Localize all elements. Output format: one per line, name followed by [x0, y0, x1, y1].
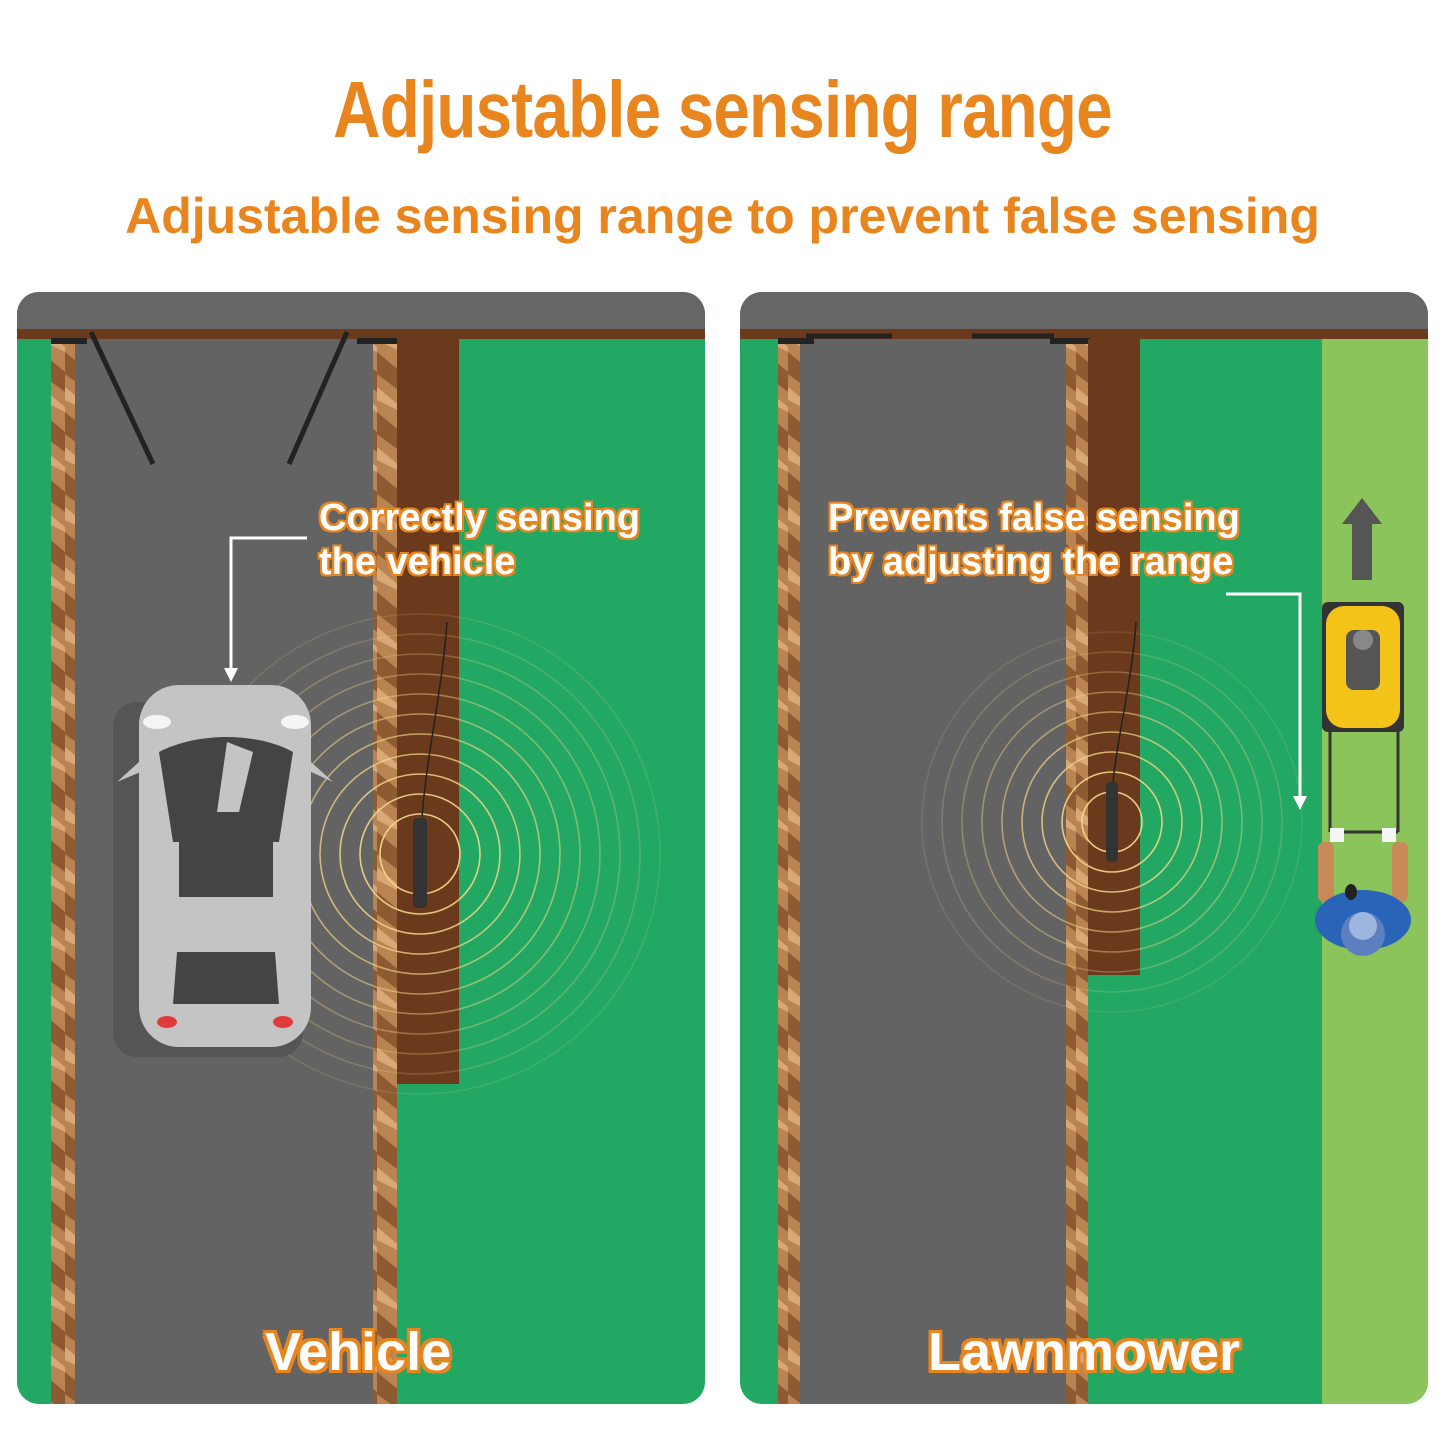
post-strip	[397, 339, 459, 1084]
panel-label: Vehicle	[265, 1322, 452, 1382]
vehicle-panel: Correctly sensing the vehicle Vehicle	[17, 292, 705, 1404]
page-subtitle: Adjustable sensing range to prevent fals…	[125, 188, 1320, 244]
callout-text: Correctly sensing the vehicle	[319, 496, 640, 584]
page-title: Adjustable sensing range	[333, 65, 1112, 154]
vehicle-scene	[17, 292, 705, 1404]
lawnmower-panel: Prevents false sensing by adjusting the …	[740, 292, 1428, 1404]
sensing-waves	[921, 631, 1303, 1013]
up-arrow-icon	[1342, 498, 1382, 580]
person-icon	[1315, 828, 1411, 956]
sensor-probe	[1106, 782, 1118, 862]
callout-line-2: by adjusting the range	[828, 541, 1234, 583]
callout-line-2: the vehicle	[319, 541, 516, 583]
gate-right	[286, 330, 350, 466]
callout-line-1: Prevents false sensing	[828, 497, 1240, 539]
callout-text: Prevents false sensing by adjusting the …	[828, 496, 1240, 584]
callout-line-1: Correctly sensing	[319, 497, 640, 539]
car-icon	[113, 685, 333, 1057]
lawnmower-scene	[740, 292, 1428, 1404]
lawnmower-icon	[1322, 602, 1404, 834]
panel-label: Lawnmower	[928, 1322, 1241, 1382]
mowed-strip	[1322, 339, 1428, 1404]
right-curb	[373, 339, 397, 1404]
gate-left	[88, 330, 156, 466]
sensor-probe	[413, 818, 427, 908]
left-curb	[51, 339, 75, 1404]
